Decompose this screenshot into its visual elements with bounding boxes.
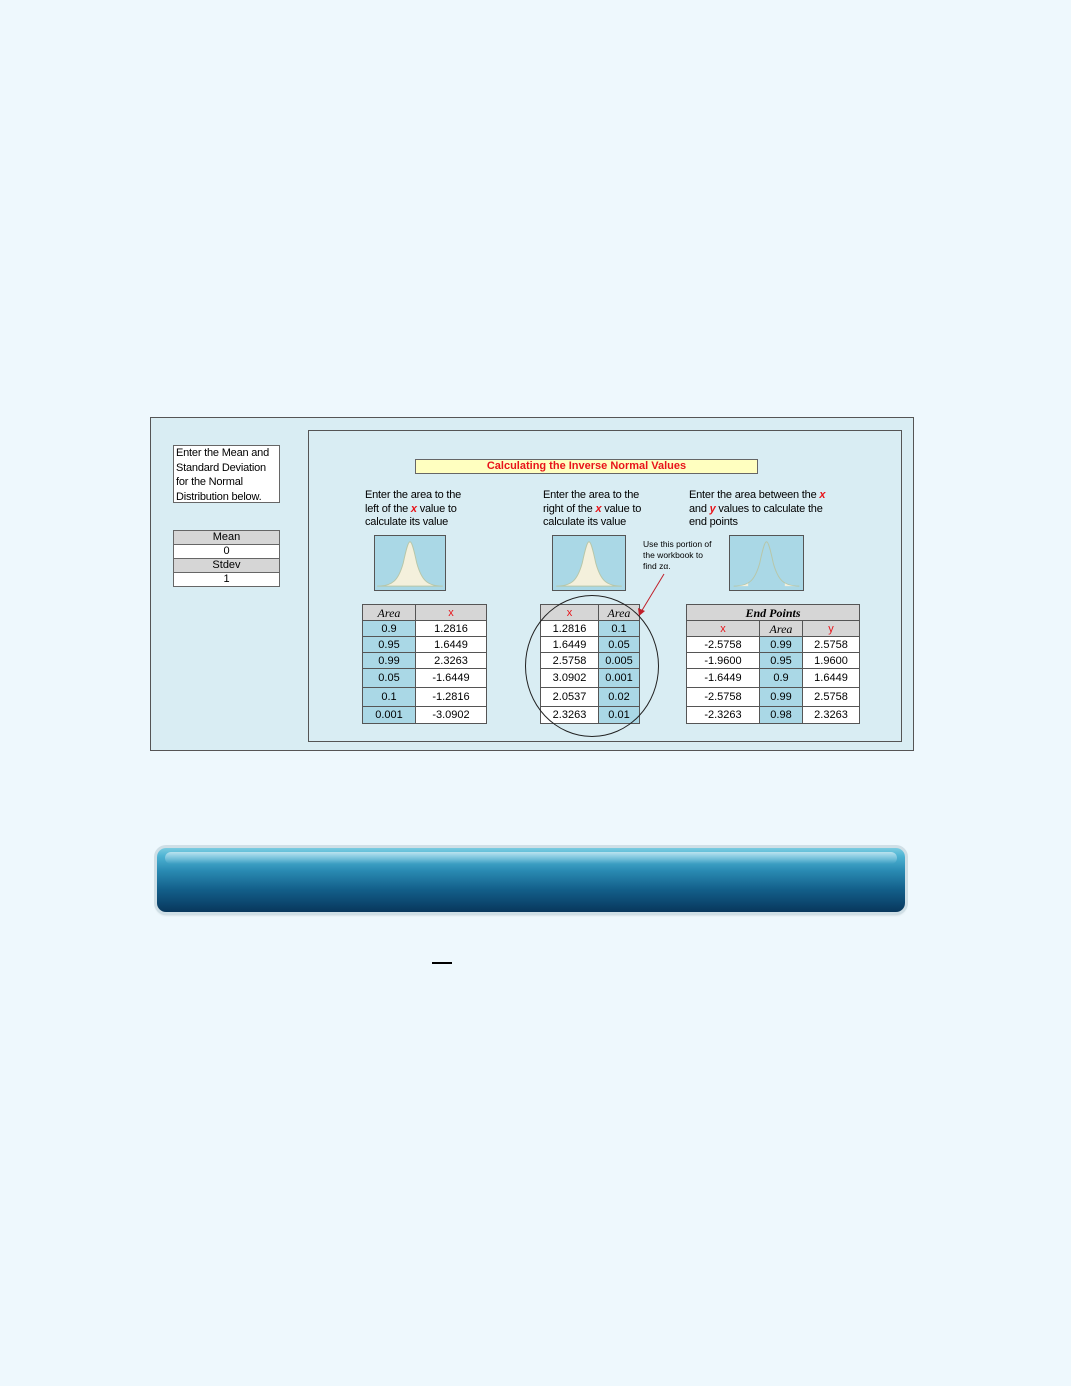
area-input[interactable]: 0.99: [759, 636, 803, 653]
y-value: 2.5758: [802, 687, 860, 707]
area-input[interactable]: 0.9: [362, 620, 416, 637]
area-input[interactable]: 0.95: [362, 636, 416, 653]
area-input[interactable]: 0.05: [362, 668, 416, 688]
area-input[interactable]: 0.9: [759, 668, 803, 688]
calculator-frame: Calculating the Inverse Normal Values En…: [308, 430, 902, 742]
left-tail-curve: [374, 535, 446, 591]
mean-label: Mean: [173, 530, 280, 545]
right-instruction-pre: Enter the area between the: [689, 489, 820, 501]
y-value: 2.5758: [802, 636, 860, 653]
right-header-y: y: [802, 620, 860, 637]
area-input[interactable]: 0.95: [759, 652, 803, 669]
left-instruction: Enter the area to the left of the x valu…: [365, 489, 477, 530]
sidebar-instruction: Enter the Mean and Standard Deviation fo…: [173, 445, 280, 503]
right-instruction-var-x: x: [819, 489, 826, 501]
left-instruction-pre: Enter the area to the left of the: [365, 489, 462, 515]
table-row: 0.1-1.2816: [362, 687, 487, 707]
dash-mark: [432, 962, 452, 964]
area-input[interactable]: 0.98: [759, 706, 803, 724]
parameter-table: Mean 0 Stdev 1: [173, 530, 280, 587]
y-value: 2.3263: [802, 706, 860, 724]
right-header-area: Area: [759, 620, 803, 637]
normal-curve-left-icon: [377, 541, 443, 587]
left-instruction-var: x: [410, 502, 417, 515]
middle-instruction: Enter the area to the right of the x val…: [543, 489, 655, 530]
spreadsheet-panel: Enter the Mean and Standard Deviation fo…: [150, 417, 914, 751]
left-header-area: Area: [362, 604, 416, 621]
x-value: -2.3263: [686, 706, 760, 724]
area-input[interactable]: 0.001: [362, 706, 416, 724]
normal-curve-both-icon: [733, 541, 800, 587]
right-instruction-post: values to calculate the end points: [689, 502, 823, 529]
middle-instruction-pre: Enter the area to the right of the: [543, 489, 640, 515]
section-banner: [157, 848, 905, 912]
area-input[interactable]: 0.1: [362, 687, 416, 707]
x-value: 1.6449: [415, 636, 487, 653]
mean-input[interactable]: 0: [173, 544, 280, 559]
highlight-circle: [525, 595, 659, 737]
x-value: -1.9600: [686, 652, 760, 669]
right-header-x: x: [686, 620, 760, 637]
x-value: -3.0902: [415, 706, 487, 724]
right-instruction-var-y: y: [709, 502, 716, 515]
end-points-header: End Points: [686, 604, 860, 621]
table-row: 0.05-1.6449: [362, 668, 487, 688]
normal-curve-right-icon: [556, 541, 622, 587]
table-row: 0.001-3.0902: [362, 706, 487, 724]
middle-instruction-var: x: [595, 502, 602, 515]
x-value: -1.6449: [686, 668, 760, 688]
stdev-label: Stdev: [173, 558, 280, 573]
left-instruction-post: value to calculate its value: [365, 502, 457, 529]
right-instruction-mid: and: [689, 502, 710, 515]
left-header-x: x: [415, 604, 487, 621]
right-tail-curve: [552, 535, 626, 591]
x-value: 2.3263: [415, 652, 487, 669]
area-input[interactable]: 0.99: [759, 687, 803, 707]
x-value: -2.5758: [686, 636, 760, 653]
x-value: -2.5758: [686, 687, 760, 707]
x-value: -1.6449: [415, 668, 487, 688]
x-value: 1.2816: [415, 620, 487, 637]
annotation-note: Use this portion of the workbook to find…: [643, 539, 712, 571]
y-value: 1.6449: [802, 668, 860, 688]
y-value: 1.9600: [802, 652, 860, 669]
middle-instruction-post: value to calculate its value: [543, 502, 642, 529]
x-value: -1.2816: [415, 687, 487, 707]
right-instruction: Enter the area between the x and y value…: [689, 489, 839, 530]
two-tail-curve: [729, 535, 804, 591]
stdev-input[interactable]: 1: [173, 572, 280, 587]
page-title: Calculating the Inverse Normal Values: [415, 459, 758, 474]
area-input[interactable]: 0.99: [362, 652, 416, 669]
